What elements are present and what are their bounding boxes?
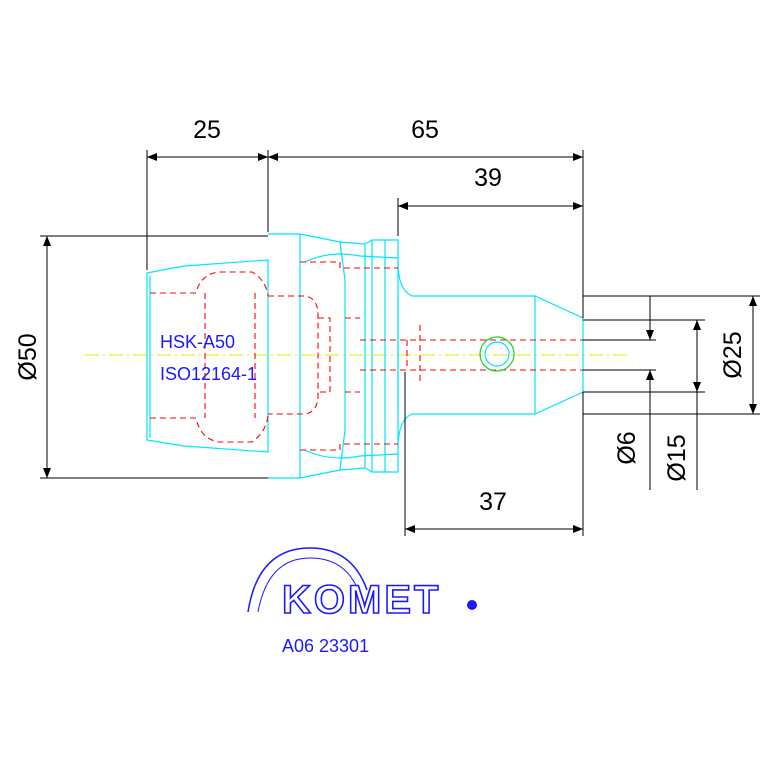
- komet-logo: KOMET: [247, 547, 477, 623]
- cross-hole: [479, 336, 515, 372]
- registered-mark-icon: [467, 600, 477, 610]
- dim-dia6-label: Ø6: [613, 431, 641, 464]
- interface-note-iso: ISO12164-1: [160, 364, 257, 384]
- hidden-lines: [150, 261, 583, 451]
- logo-arc: [247, 547, 368, 613]
- dimension-lines: [40, 150, 760, 536]
- dim-dia50-label: Ø50: [14, 333, 42, 380]
- dim-39-label: 39: [474, 164, 502, 192]
- dim-65-label: 65: [411, 116, 439, 144]
- interface-note-hsk: HSK-A50: [160, 332, 235, 352]
- holder-outline: [146, 233, 584, 479]
- logo-text: KOMET: [282, 578, 441, 622]
- part-number: A06 23301: [282, 636, 369, 656]
- dim-25-label: 25: [193, 116, 221, 144]
- dim-37-label: 37: [479, 488, 507, 516]
- dim-dia15-label: Ø15: [663, 434, 691, 481]
- dim-dia25-label: Ø25: [719, 331, 747, 378]
